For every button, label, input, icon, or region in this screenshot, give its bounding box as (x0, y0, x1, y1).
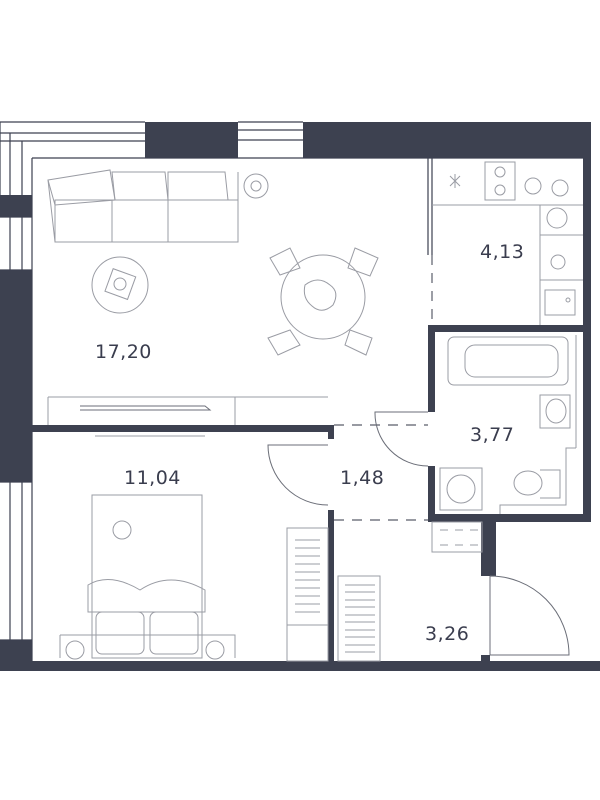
hall-area-label: 3,26 (425, 623, 469, 645)
bedroom-area-label: 11,04 (124, 467, 181, 489)
bedroom-furniture (59, 494, 329, 662)
walls (0, 121, 600, 671)
corridor-area-label: 1,48 (340, 467, 384, 489)
bathroom-furniture (439, 335, 577, 514)
hall-furniture (337, 521, 483, 662)
living-area-label: 17,20 (95, 341, 152, 363)
kitchen-furniture (432, 161, 583, 325)
bathroom-area-label: 3,77 (470, 424, 514, 446)
doors (267, 255, 570, 656)
living-furniture (47, 169, 379, 437)
kitchen-area-label: 4,13 (480, 241, 524, 263)
area-labels: 17,20 4,13 3,77 11,04 1,48 3,26 (95, 241, 524, 645)
